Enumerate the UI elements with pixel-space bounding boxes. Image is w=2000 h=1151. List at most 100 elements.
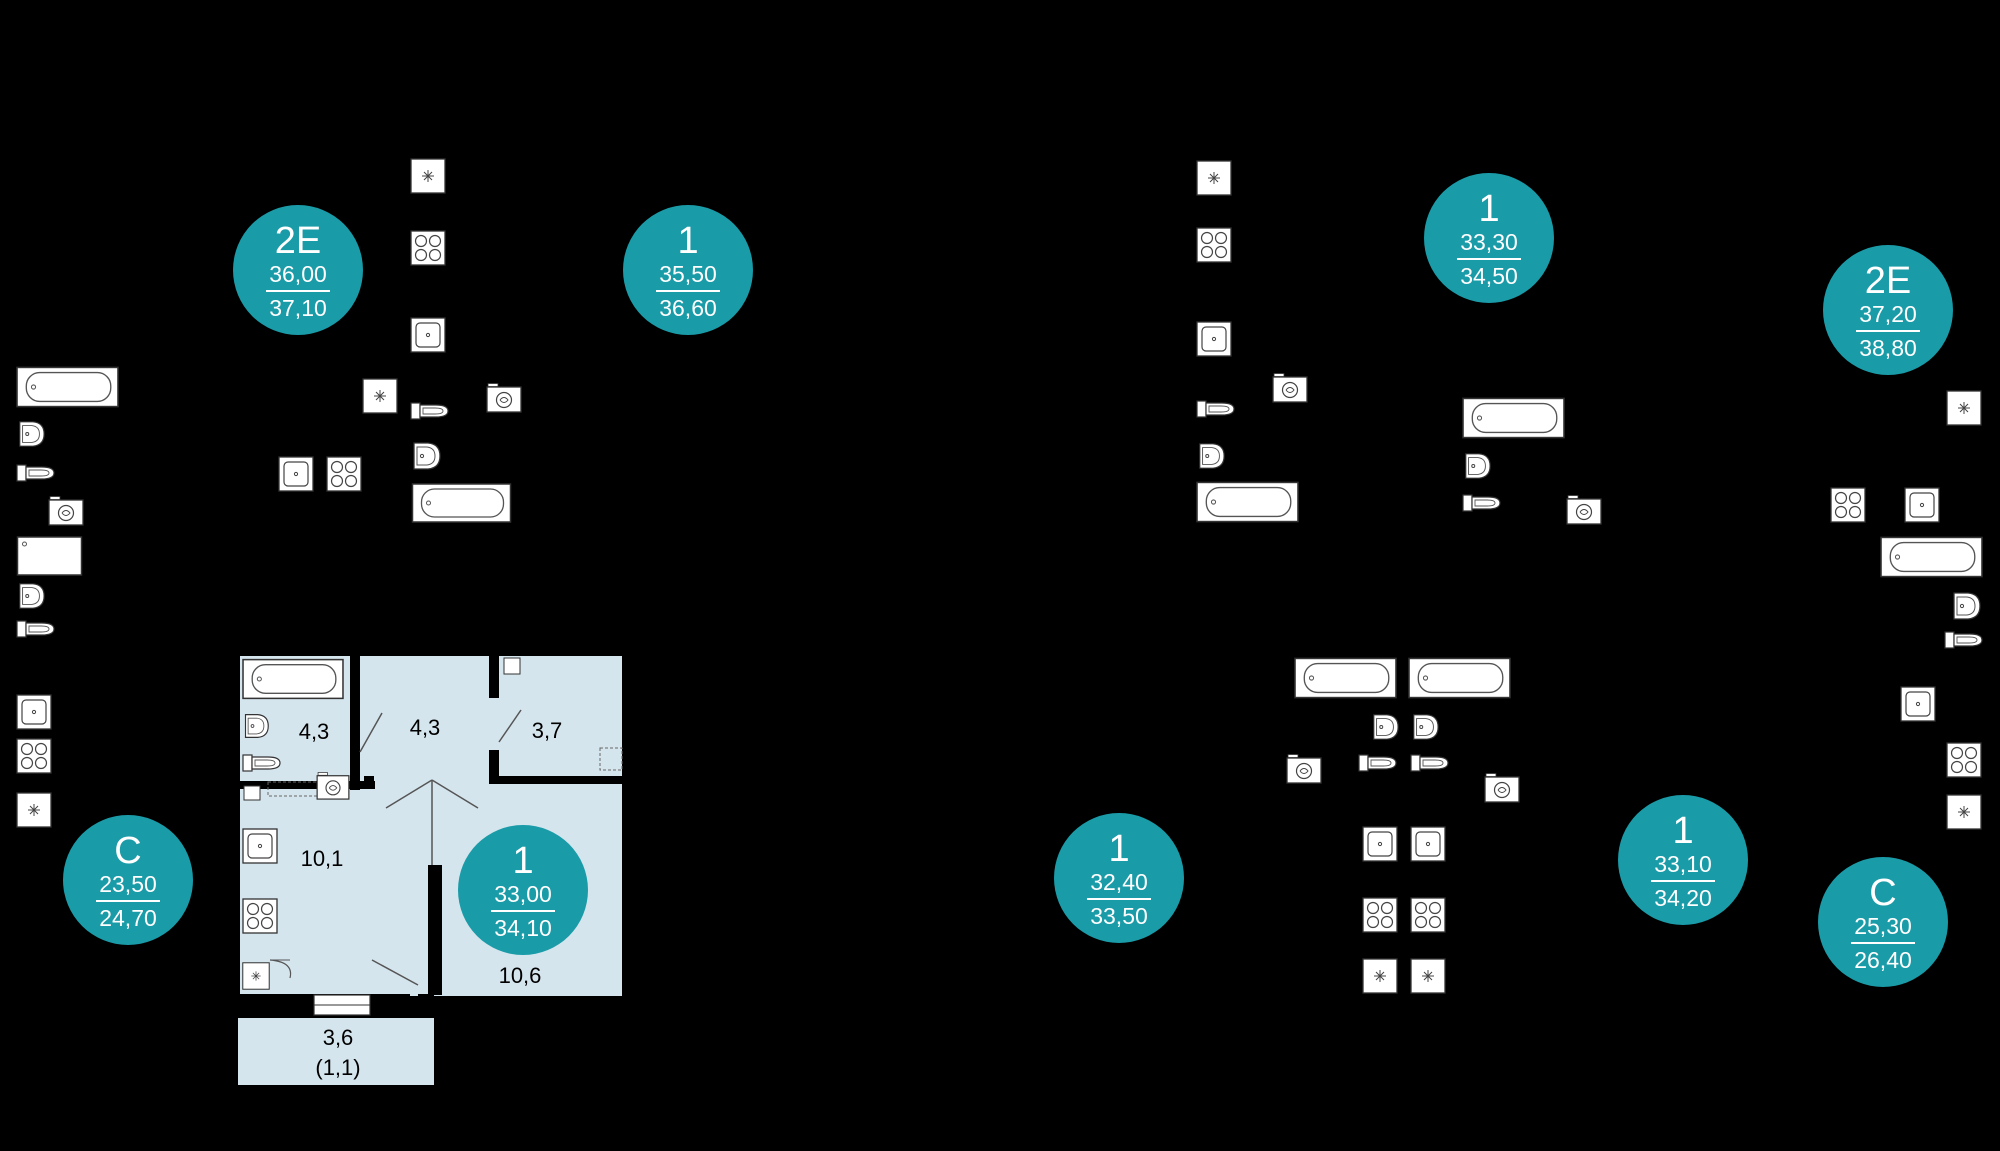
washing-machine-icon [48,496,84,526]
ventilation-icon [1946,794,1982,830]
ventilation-icon [362,378,398,414]
ventilation-icon [1196,160,1232,196]
kitchen-sink-icon [16,694,52,730]
room-area-living-room: 10,6 [499,963,542,988]
washing-machine-icon [1286,754,1322,784]
apartment-badges: 2E 36,00 37,10 1 35,50 36,60 C 23,50 24,… [63,173,1953,987]
kitchen-sink-icon [1362,826,1398,862]
total-area: 24,70 [99,905,157,931]
stove-icon [1196,227,1232,263]
toilet-icon [1462,494,1501,512]
stove-icon [410,230,446,266]
bathtub-icon [16,366,119,408]
apartment-type: 2E [1865,260,1911,302]
toilet-icon [242,754,281,772]
total-area: 36,60 [659,295,717,321]
total-area: 34,10 [494,915,552,941]
washing-machine-icon [1566,495,1602,525]
apartment-type: 2E [275,220,321,262]
total-area: 37,10 [269,295,327,321]
sink-icon [1465,453,1491,479]
bathtub-icon [1408,657,1511,699]
kitchen-sink-icon [278,456,314,492]
room-area-wardrobe: 3,7 [532,718,563,743]
stove-icon [1410,897,1446,933]
sink-icon [413,442,441,470]
living-area: 35,50 [659,261,717,287]
washing-machine-icon [316,772,350,800]
toilet-icon [1410,754,1449,772]
bathtub-icon [1196,481,1299,523]
kitchen-sink-icon [1196,321,1232,357]
toilet-icon [1196,400,1235,418]
washing-machine-icon [486,383,522,413]
bathtub-icon [1462,397,1565,439]
sink-icon [1413,714,1439,740]
selected-apartment-plan[interactable]: 4,3 4,3 3,7 10,1 10,6 3,6 (1,1) [238,656,623,1085]
room-area-balcony-note: (1,1) [315,1055,360,1080]
apartment-type: 1 [1478,188,1499,230]
living-area: 32,40 [1090,869,1148,895]
living-area: 25,30 [1854,913,1912,939]
kitchen-sink-icon [410,317,446,353]
sink-icon [19,583,45,609]
toilet-icon [1358,754,1397,772]
stove-icon [1946,742,1982,778]
apartment-badge[interactable]: 1 33,10 34,20 [1618,795,1748,925]
apartment-badge-selected[interactable]: 1 33,00 34,10 [458,825,588,955]
room-area-hall: 4,3 [410,715,441,740]
apartment-type: 1 [512,840,533,882]
toilet-icon [16,620,55,638]
apartment-type: C [1869,872,1896,914]
ventilation-icon [16,792,52,828]
ventilation-icon [242,962,270,990]
kitchen-sink-icon [1900,686,1936,722]
total-area: 34,50 [1460,263,1518,289]
toilet-icon [1944,631,1983,649]
washing-machine-icon [1272,373,1308,403]
stove-icon [1362,897,1398,933]
stove-icon [1830,487,1866,523]
ventilation-icon [1946,390,1982,426]
total-area: 34,20 [1654,885,1712,911]
living-area: 37,20 [1859,301,1917,327]
stove-icon [16,738,52,774]
living-area: 33,00 [494,881,552,907]
bathtub-icon [411,483,512,523]
apartment-type: 1 [1108,828,1129,870]
bathtub-icon [242,658,344,700]
apartment-badge[interactable]: 1 32,40 33,50 [1054,813,1184,943]
ventilation-icon [1362,958,1398,994]
living-area: 33,30 [1460,229,1518,255]
bathtub-icon [16,536,83,576]
ventilation-icon [410,158,446,194]
apartment-badge[interactable]: 1 35,50 36,60 [623,205,753,335]
living-area: 33,10 [1654,851,1712,877]
apartment-type: 1 [1672,810,1693,852]
apartment-badge[interactable]: 2E 37,20 38,80 [1823,245,1953,375]
apartment-badge[interactable]: 2E 36,00 37,10 [233,205,363,335]
stove-icon [242,898,278,934]
apartment-badge[interactable]: C 25,30 26,40 [1818,857,1948,987]
total-area: 26,40 [1854,947,1912,973]
washing-machine-icon [1484,773,1520,803]
kitchen-sink-icon [1904,487,1940,523]
sink-icon [1953,592,1981,620]
kitchen-sink-icon [1410,826,1446,862]
toilet-icon [410,402,449,420]
sink-icon [19,421,45,447]
living-area: 36,00 [269,261,327,287]
ventilation-icon [1410,958,1446,994]
apartment-badge[interactable]: 1 33,30 34,50 [1424,173,1554,303]
room-area-kitchen: 10,1 [301,846,344,871]
apartment-badge[interactable]: C 23,50 24,70 [63,815,193,945]
toilet-icon [16,464,55,482]
sink-icon [1199,443,1225,469]
balcony-floor [238,1018,434,1085]
room-area-balcony: 3,6 [323,1025,354,1050]
apartment-type: 1 [677,220,698,262]
kitchen-sink-icon [242,828,278,864]
apartment-type: C [114,830,141,872]
